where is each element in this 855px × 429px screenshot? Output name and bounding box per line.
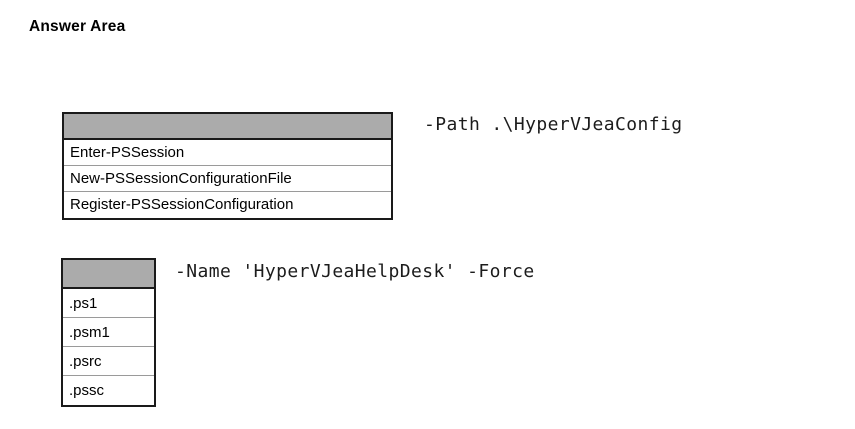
extension-dropdown-option[interactable]: .ps1 (63, 289, 154, 318)
extension-dropdown-option[interactable]: .pssc (69, 382, 105, 399)
extension-dropdown-option[interactable]: .psrc (63, 347, 154, 376)
page-title: Answer Area (29, 18, 126, 35)
extension-dropdown-selected-value[interactable] (63, 260, 154, 289)
cmdlet-dropdown-option[interactable]: New-PSSessionConfigurationFile (64, 166, 391, 192)
name-argument-text: -Name 'HyperVJeaHelpDesk' -Force (175, 261, 535, 282)
cmdlet-dropdown-selected-value[interactable] (64, 114, 391, 140)
cmdlet-dropdown-option[interactable]: Enter-PSSession (64, 140, 391, 166)
cmdlet-dropdown-option-list: Enter-PSSession New-PSSessionConfigurati… (64, 140, 391, 218)
extension-dropdown[interactable]: .ps1 .psm1 .psrc .pssc (61, 258, 156, 407)
path-argument-text: -Path .\HyperVJeaConfig (424, 114, 683, 135)
cmdlet-dropdown[interactable]: Enter-PSSession New-PSSessionConfigurati… (62, 112, 393, 220)
extension-dropdown-option[interactable]: .psm1 (63, 318, 154, 347)
extension-dropdown-option-list: .ps1 .psm1 .psrc .pssc (63, 289, 154, 405)
cmdlet-dropdown-option[interactable]: Register-PSSessionConfiguration (70, 196, 294, 213)
